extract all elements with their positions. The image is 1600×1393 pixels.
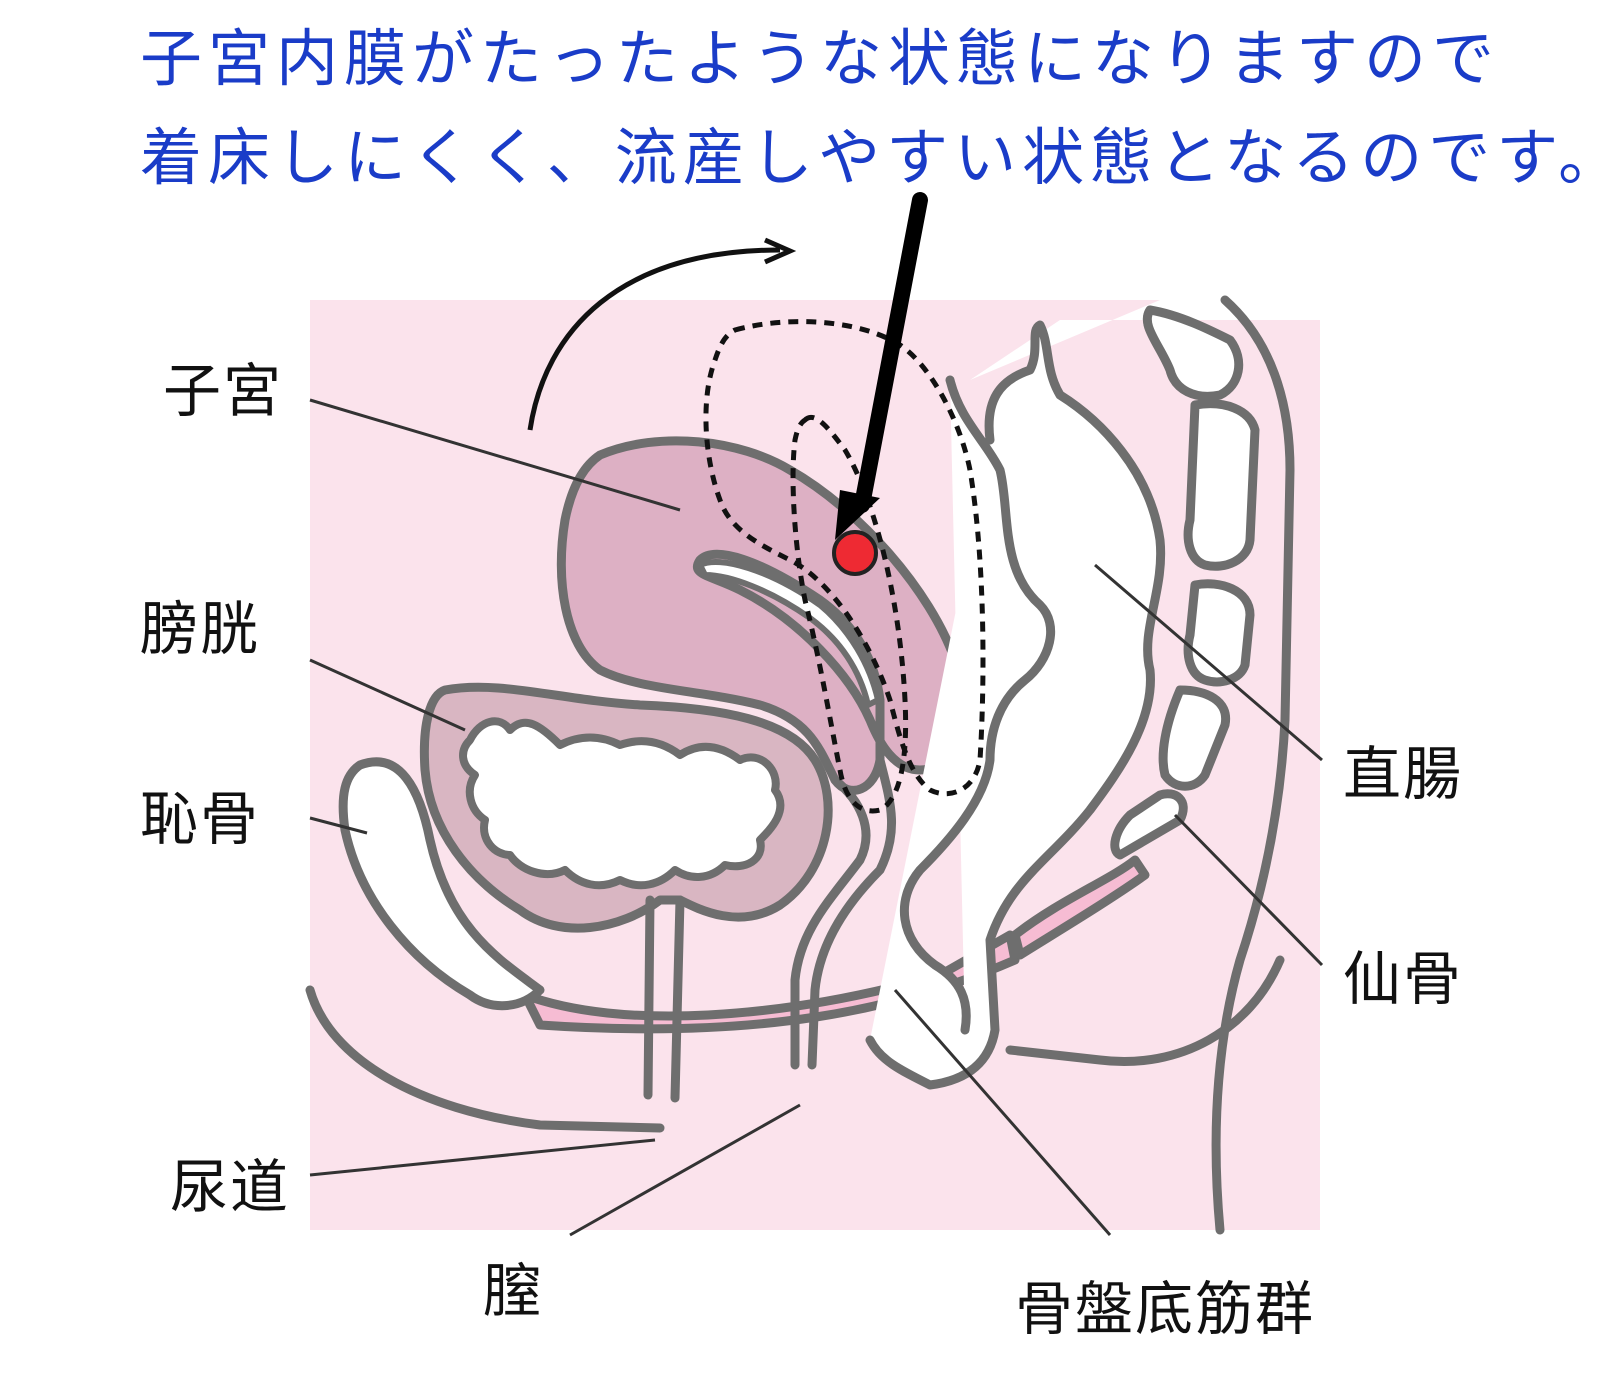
leader-uterus <box>309 398 681 512</box>
label-rectum: 直腸 <box>1343 740 1464 808</box>
posterior-space <box>970 300 1320 380</box>
label-sacrum: 仙骨 <box>1343 945 1464 1013</box>
rotation-arrowhead <box>763 237 797 265</box>
uterus <box>556 436 969 795</box>
implantation-dot <box>832 530 878 576</box>
leader-bladder <box>309 658 466 732</box>
rotation-arrow <box>527 247 781 431</box>
pubic-bone <box>338 757 545 1011</box>
body-contour <box>305 955 1285 1133</box>
pointer-arrowhead <box>835 490 880 540</box>
pelvic-floor-muscle-rear <box>1010 855 1150 960</box>
leader-rectum <box>1094 563 1323 762</box>
leader-vagina <box>569 1103 801 1237</box>
leader-pubic-bone <box>309 816 368 835</box>
leader-sacrum <box>1173 813 1324 967</box>
label-uterus: 子宮 <box>163 357 284 425</box>
pointer-arrow-shaft <box>854 192 928 513</box>
caption-line-2: 着床しにくく、流産しやすい状態となるのです。 <box>140 121 1600 194</box>
caption-line-1: 子宮内膜がたったような状態になりますので <box>140 22 1501 95</box>
sacrum <box>1110 305 1260 860</box>
label-pubic-bone: 恥骨 <box>140 785 261 853</box>
label-urethra: 尿道 <box>170 1153 291 1221</box>
uterine-cavity <box>697 559 881 708</box>
label-vagina: 膣 <box>483 1257 544 1325</box>
leader-pelvic-floor <box>893 989 1112 1236</box>
bladder-lumen <box>459 717 785 890</box>
leader-urethra <box>309 1138 656 1177</box>
urethra <box>643 895 685 1103</box>
label-bladder: 膀胱 <box>140 595 261 663</box>
label-pelvic-floor: 骨盤底筋群 <box>1015 1275 1316 1343</box>
rectum <box>865 320 1166 1090</box>
sacrum-rear-contour <box>1211 295 1295 1235</box>
